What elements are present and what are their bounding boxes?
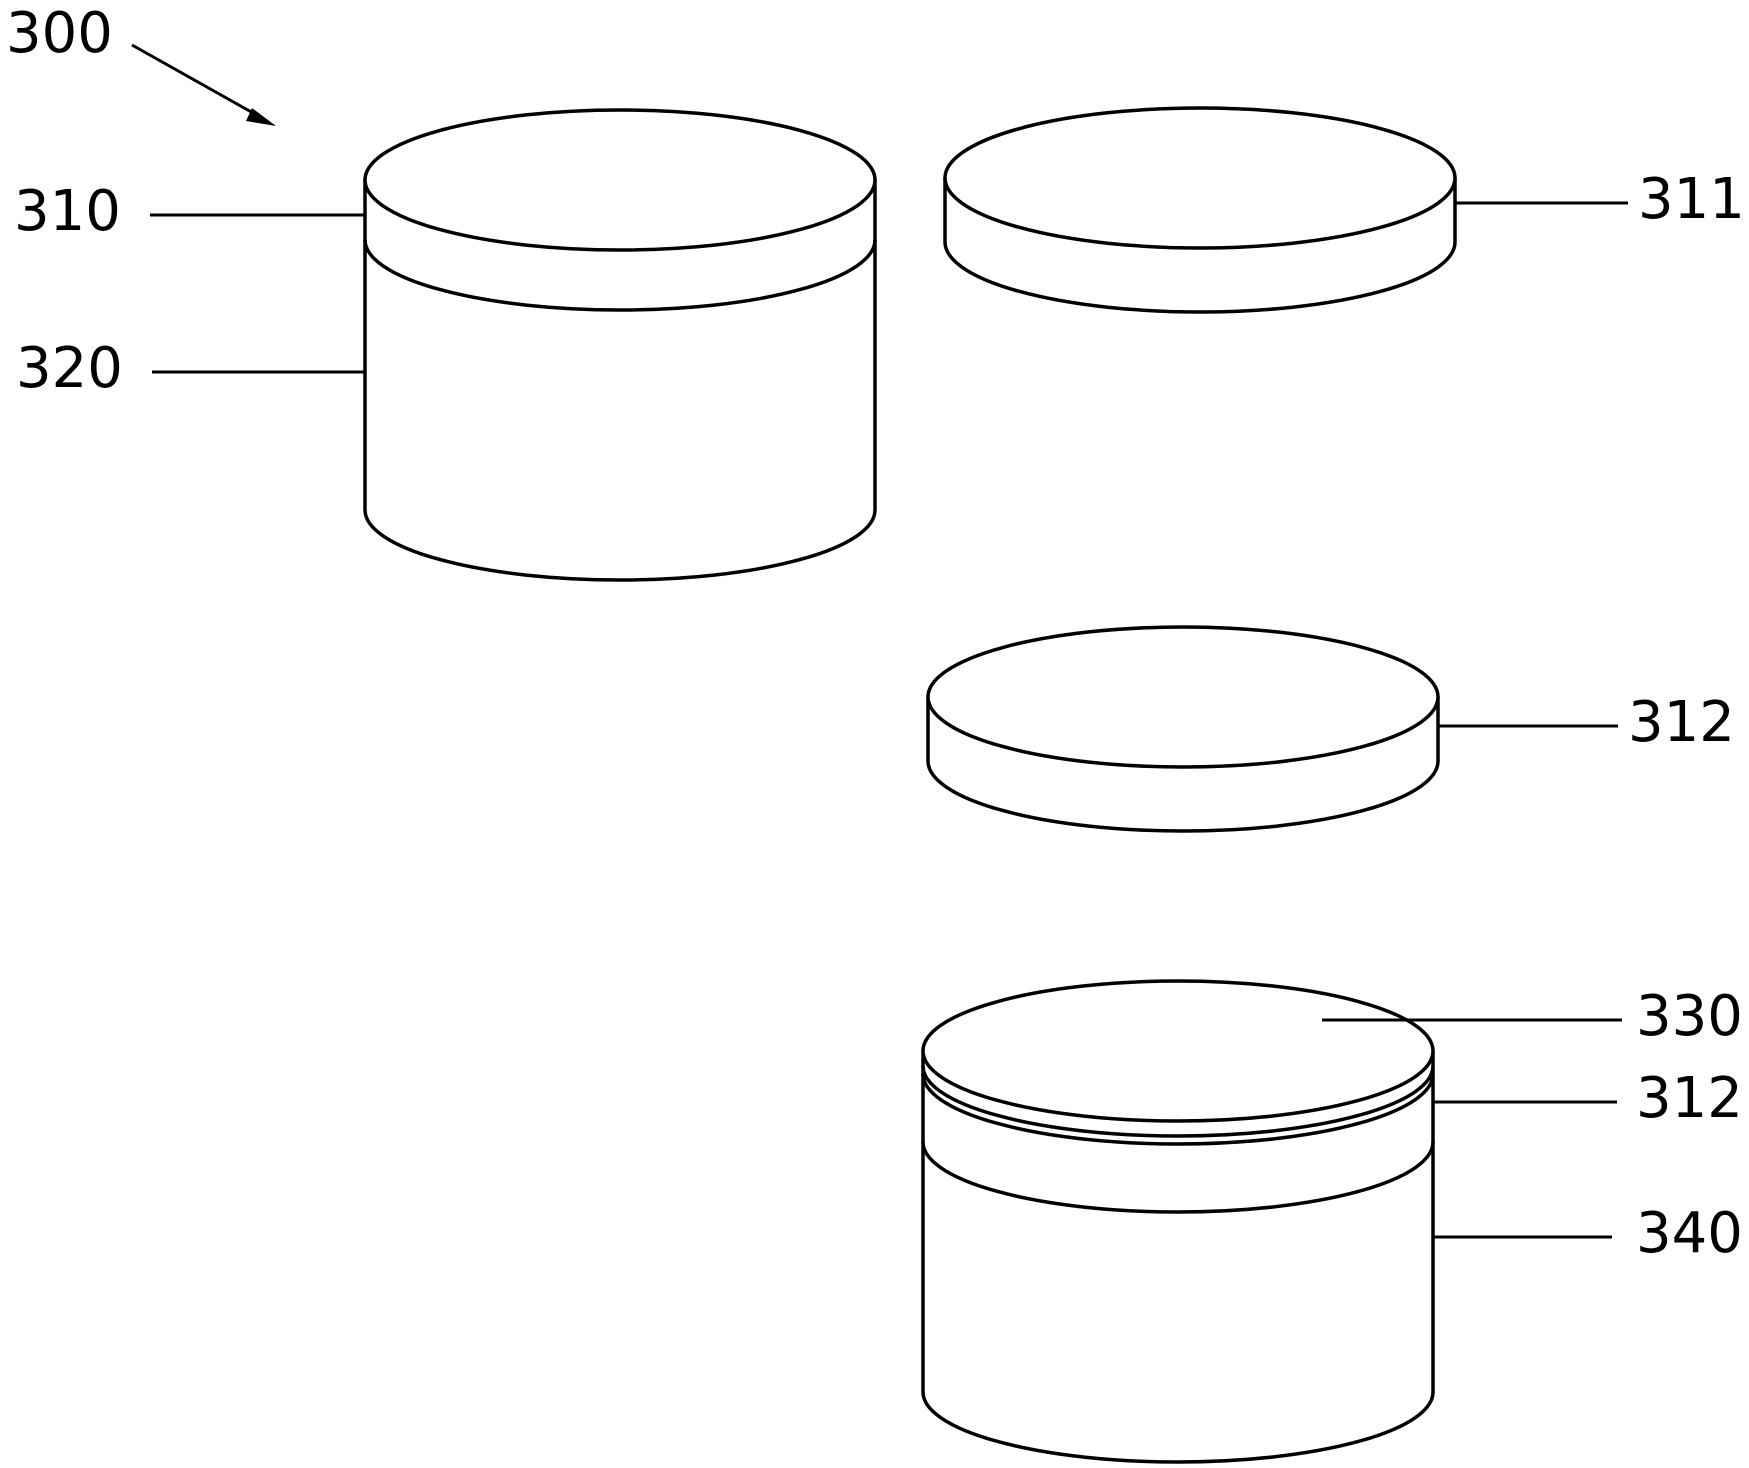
label-310: 310 [14,179,121,244]
label-340: 340 [1636,1201,1743,1266]
interface-cap-substrate [921,1140,1435,1214]
body-320-side [363,178,877,582]
disc-311 [943,106,1457,314]
cylinder-310-320 [363,108,877,582]
disc-312 [926,625,1440,833]
label-311: 311 [1638,167,1745,232]
label-312: 312 [1628,690,1735,755]
cylinder-330-312-340 [921,979,1435,1464]
disc-312-top [926,625,1440,769]
label-330: 330 [1636,984,1743,1049]
pointer-arrow-300 [131,43,276,126]
top-face-330 [921,979,1435,1123]
interface-330-312 [921,1064,1435,1138]
label-300: 300 [6,1,113,66]
interface-310-320 [363,238,877,312]
interface-312-340 [921,1072,1435,1146]
substrate-340-side [921,1049,1435,1464]
disc-311-top [943,106,1457,250]
top-face-310 [363,108,877,252]
label-312-bonded: 312 [1636,1066,1743,1131]
label-320: 320 [16,336,123,401]
